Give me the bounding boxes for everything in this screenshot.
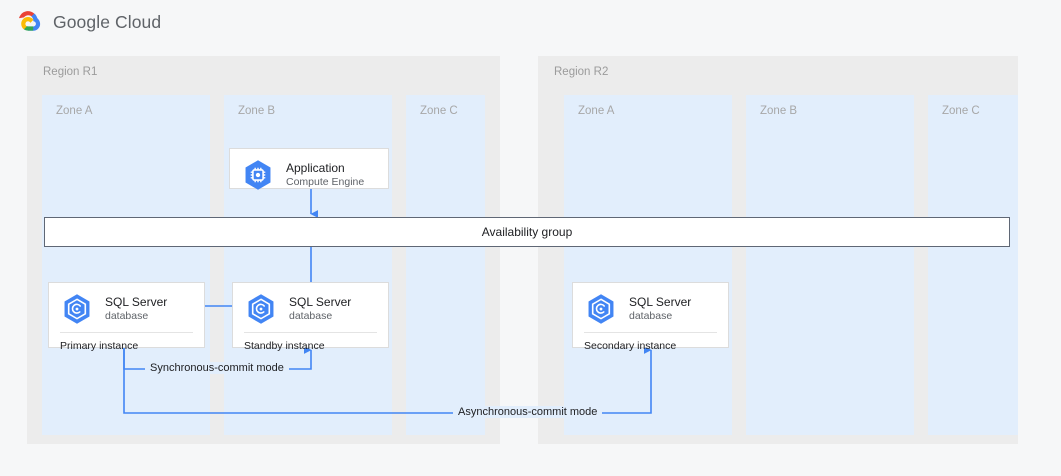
node-secondary-db-title: SQL Server bbox=[629, 295, 692, 309]
zone-r1-a-label: Zone A bbox=[56, 105, 93, 117]
node-standby-db-divider bbox=[244, 332, 377, 333]
node-primary-db-divider bbox=[60, 332, 193, 333]
brand-bar: Google Cloud bbox=[0, 0, 1061, 44]
brand-name-cloud: Cloud bbox=[115, 11, 162, 32]
zone-r1-c: Zone C bbox=[406, 95, 485, 435]
zone-r1-a: Zone A bbox=[42, 95, 210, 435]
node-secondary-db[interactable]: SQL Server database Secondary instance bbox=[572, 282, 729, 352]
sql-server-database-icon bbox=[248, 294, 274, 324]
brand-wordmark: Google Cloud bbox=[53, 12, 161, 33]
availability-group-bar[interactable]: Availability group bbox=[44, 217, 1010, 247]
compute-engine-icon bbox=[245, 160, 271, 190]
node-standby-db-subtitle: database bbox=[289, 310, 333, 323]
connector-label-async-commit: Asynchronous-commit mode bbox=[453, 406, 603, 418]
availability-group-label: Availability group bbox=[481, 225, 573, 239]
node-application-title: Application bbox=[286, 161, 345, 175]
zone-r2-a-label: Zone A bbox=[578, 105, 615, 117]
node-primary-db-body: SQL Server database bbox=[49, 283, 204, 332]
sql-server-database-icon bbox=[64, 294, 90, 324]
node-primary-db-footer: Primary instance bbox=[60, 340, 139, 352]
node-secondary-db-divider bbox=[584, 332, 717, 333]
zone-r1-c-label: Zone C bbox=[420, 105, 458, 117]
node-standby-db-title: SQL Server bbox=[289, 295, 352, 309]
zone-r2-b: Zone B bbox=[746, 95, 914, 435]
node-application-titles: Application Compute Engine bbox=[286, 161, 364, 189]
google-cloud-logo-icon bbox=[19, 11, 41, 31]
zone-r2-b-label: Zone B bbox=[760, 105, 798, 117]
zone-r1-b-label: Zone B bbox=[238, 105, 276, 117]
region-r1-label: Region R1 bbox=[43, 66, 98, 78]
node-standby-db-titles: SQL Server database bbox=[289, 295, 351, 323]
connector-label-sync-commit: Synchronous-commit mode bbox=[145, 362, 289, 374]
node-standby-db-footer: Standby instance bbox=[244, 340, 325, 352]
node-standby-db-body: SQL Server database bbox=[233, 283, 388, 332]
node-primary-db-titles: SQL Server database bbox=[105, 295, 167, 323]
zone-r2-c-label: Zone C bbox=[942, 105, 980, 117]
brand-name-google: Google bbox=[53, 11, 111, 32]
zone-r2-c: Zone C bbox=[928, 95, 1018, 435]
node-secondary-db-titles: SQL Server database bbox=[629, 295, 691, 323]
connector-async-commit bbox=[123, 346, 652, 414]
node-application-body: Application Compute Engine bbox=[230, 149, 388, 198]
node-secondary-db-footer: Secondary instance bbox=[584, 340, 677, 352]
node-application[interactable]: Application Compute Engine bbox=[229, 148, 389, 190]
architecture-diagram: Region R1 Zone A Zone B Zone C Region R2… bbox=[0, 44, 1061, 476]
node-primary-db-subtitle: database bbox=[105, 310, 149, 323]
zone-r2-a: Zone A bbox=[564, 95, 732, 435]
node-standby-db[interactable]: SQL Server database Standby instance bbox=[232, 282, 389, 352]
region-r2-label: Region R2 bbox=[554, 66, 609, 78]
node-primary-db[interactable]: SQL Server database Primary instance bbox=[48, 282, 205, 352]
node-secondary-db-subtitle: database bbox=[629, 310, 673, 323]
node-primary-db-title: SQL Server bbox=[105, 295, 168, 309]
sql-server-database-icon bbox=[588, 294, 614, 324]
node-secondary-db-body: SQL Server database bbox=[573, 283, 728, 332]
node-application-subtitle: Compute Engine bbox=[286, 176, 365, 189]
